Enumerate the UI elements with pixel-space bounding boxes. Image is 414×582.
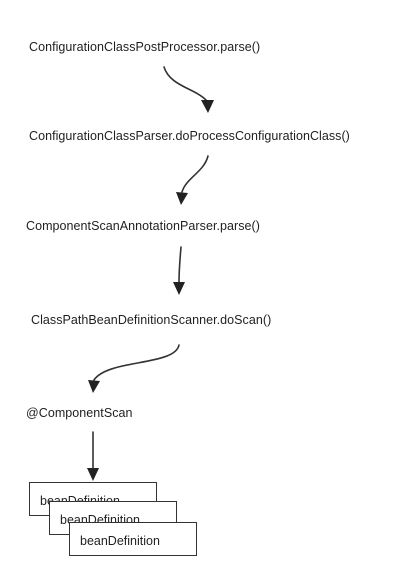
arrow-step5-to-beans	[87, 431, 99, 481]
step-configuration-class-parser-do-process: ConfigurationClassParser.doProcessConfig…	[29, 129, 350, 143]
step-classpath-bean-definition-scanner-do-scan: ClassPathBeanDefinitionScanner.doScan()	[31, 313, 272, 327]
step-component-scan-annotation-parser-parse: ComponentScanAnnotationParser.parse()	[26, 219, 260, 233]
arrow-step1-to-step2	[163, 66, 214, 113]
step-component-scan-annotation: @ComponentScan	[26, 406, 133, 420]
arrow-step3-to-step4	[173, 246, 185, 295]
bean-definition-box: beanDefinition	[69, 522, 197, 556]
arrow-step2-to-step3	[176, 155, 209, 205]
arrow-step4-to-step5	[88, 344, 180, 393]
step-configuration-class-post-processor-parse: ConfigurationClassPostProcessor.parse()	[29, 40, 261, 54]
